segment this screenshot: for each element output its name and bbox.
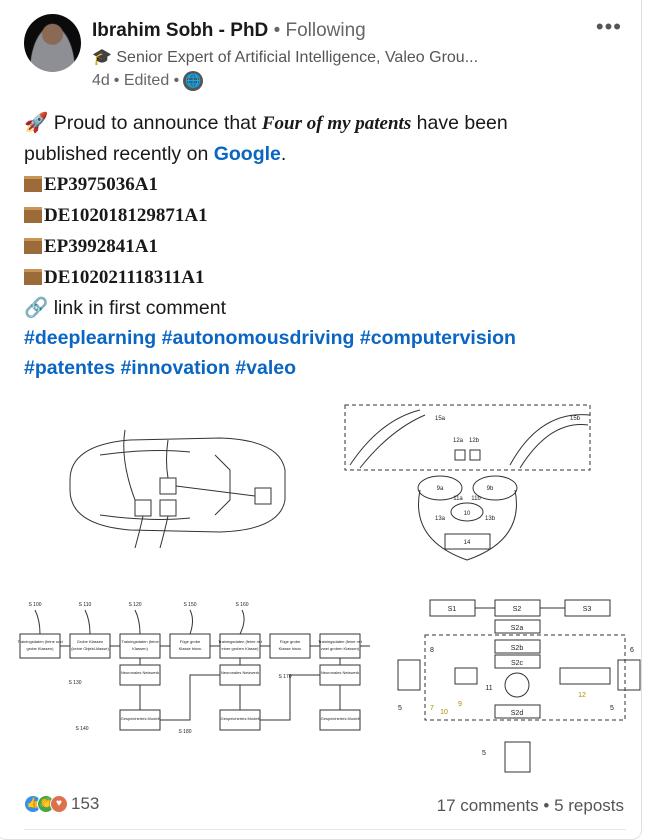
- reference-number: 8: [430, 647, 434, 654]
- model-label: Gespeichertes Modell: [121, 716, 160, 721]
- flow-box-label: (keine Objekt-klasse): [71, 646, 109, 651]
- diagram-box-label: S2b: [511, 645, 524, 652]
- flow-box-label: grobe Klassen): [27, 646, 55, 651]
- patent-id: DE102018129871A1: [44, 205, 208, 226]
- flow-box-label: Klasse hinzu: [179, 646, 202, 651]
- model-label: Gespeichertes Modell: [221, 716, 260, 721]
- reference-number: 5: [398, 705, 402, 712]
- hashtags[interactable]: #deeplearning #autonomousdriving #comput…: [24, 327, 516, 349]
- reference-number: 11: [485, 685, 492, 692]
- step-label: S 180: [178, 729, 191, 735]
- comments-link[interactable]: 17 comments: [436, 796, 539, 815]
- text: 🚀 Proud to announce that: [24, 112, 262, 134]
- scroll-icon: [24, 238, 42, 254]
- reposts-link[interactable]: • 5 reposts: [543, 796, 624, 815]
- google-link[interactable]: Google: [213, 143, 281, 165]
- step-label: S 170: [278, 674, 291, 680]
- reference-number: 15b: [570, 416, 581, 422]
- diagram-box-label: S2d: [511, 710, 524, 717]
- diagram-box-label: S1: [448, 606, 457, 613]
- emphasis-text: Four of my patents: [261, 113, 412, 134]
- following-status: • Following: [273, 20, 366, 41]
- reference-number: 11a: [453, 496, 463, 502]
- diagram-box-label: S2a: [511, 625, 524, 632]
- text: published recently on: [24, 143, 214, 165]
- reference-number: 12b: [469, 438, 480, 444]
- reactions-summary[interactable]: 👍 👏 ♥ 153: [24, 794, 99, 814]
- diagram-box-label: S2c: [511, 660, 524, 667]
- author-headline: 🎓 Senior Expert of Artificial Intelligen…: [92, 49, 479, 66]
- step-label: S 140: [75, 726, 88, 732]
- flow-box-label: zwei groben Klassen): [321, 646, 360, 651]
- author-avatar[interactable]: [24, 14, 81, 72]
- step-label: S 150: [183, 602, 196, 608]
- author-name[interactable]: Ibrahim Sobh - PhD: [92, 20, 269, 41]
- reference-number: 5: [610, 705, 614, 712]
- reference-number: 13a: [435, 516, 446, 522]
- love-icon: ♥: [50, 795, 68, 813]
- reference-number: 14: [464, 540, 471, 546]
- scroll-icon: [24, 176, 42, 192]
- flow-box-label: Klasse hinzu: [279, 646, 302, 651]
- divider: [24, 829, 626, 830]
- net-label: Neuronales Netzwerk: [121, 670, 159, 675]
- patent-id: EP3975036A1: [44, 174, 158, 195]
- patent-figures-image[interactable]: 15a 15b 12a 12b 9a 9b 11a 11b 10 13a 13b 14 Trainin…: [0, 395, 652, 780]
- diagram-box-label: S2: [513, 606, 522, 613]
- reference-number: 12a: [453, 438, 464, 444]
- flow-box-label: Trainingsdaten (feine: [121, 639, 159, 644]
- step-label: S 160: [235, 602, 248, 608]
- model-label: Gespeichertes Modell: [321, 716, 360, 721]
- author-name-line[interactable]: Ibrahim Sobh - PhD • Following: [92, 20, 366, 42]
- flow-box-label: Füge grobe: [280, 639, 301, 644]
- reference-number: 9: [458, 701, 462, 708]
- flow-box-label: Trainingsdaten (feine und: [17, 639, 62, 644]
- engagement-counts: 17 comments • 5 reposts: [437, 796, 624, 816]
- text: have been: [411, 112, 508, 134]
- car-drawing: [69, 429, 286, 549]
- step-label: S 120: [128, 602, 141, 608]
- reference-number: 9b: [487, 486, 494, 492]
- scroll-icon: [24, 269, 42, 285]
- patent-id: DE102021118311A1: [44, 267, 205, 288]
- flow-box-label: Trainingsdaten (feine mit: [318, 639, 363, 644]
- scroll-icon: [24, 207, 42, 223]
- flow-box-label: Trainingsdaten (feine mit: [218, 639, 263, 644]
- reference-number: 12: [578, 692, 586, 699]
- post-meta: 4d• Edited •🌐: [92, 71, 204, 91]
- flow-box-label: Klassen): [132, 646, 148, 651]
- flowchart-drawing: Trainingsdaten (feine und grobe Klassen) G…: [17, 602, 370, 735]
- reference-number: 10: [464, 511, 471, 517]
- flow-box-label: einer groben Klasse): [222, 646, 260, 651]
- reference-number: 9a: [437, 486, 444, 492]
- reference-number: 6: [630, 647, 634, 654]
- more-options-button[interactable]: •••: [595, 14, 622, 39]
- reference-number: 7: [430, 705, 434, 712]
- net-label: Neuronales Netzwerk: [221, 670, 259, 675]
- diagram-box-label: S3: [583, 606, 592, 613]
- reference-number: 15a: [435, 416, 446, 422]
- text: .: [280, 143, 287, 165]
- link-note: 🔗 link in first comment: [24, 297, 226, 319]
- flow-box-label: Grobe Klassen: [77, 639, 103, 644]
- step-label: S 130: [68, 680, 81, 686]
- post-time: 4d: [92, 72, 110, 89]
- reference-number: 13b: [485, 516, 496, 522]
- reaction-count[interactable]: 153: [71, 794, 100, 813]
- step-label: S 100: [28, 602, 41, 608]
- globe-icon: 🌐: [183, 71, 204, 91]
- net-label: Neuronales Netzwerk: [321, 670, 359, 675]
- post-body: 🚀 Proud to announce that Four of my pate…: [24, 108, 624, 383]
- step-label: S 110: [79, 602, 92, 608]
- reference-number: 10: [440, 709, 448, 716]
- reference-number: 11b: [471, 496, 481, 502]
- patent-id: EP3992841A1: [44, 236, 158, 257]
- flow-box-label: Füge grobe: [180, 639, 201, 644]
- hashtags[interactable]: #patentes #innovation #valeo: [24, 357, 297, 379]
- tree-diagram: 15a 15b 12a 12b 9a 9b 11a 11b 10 13a 13b 14: [344, 404, 591, 561]
- edited-label: • Edited •: [113, 72, 180, 89]
- reference-number: 5: [482, 750, 486, 757]
